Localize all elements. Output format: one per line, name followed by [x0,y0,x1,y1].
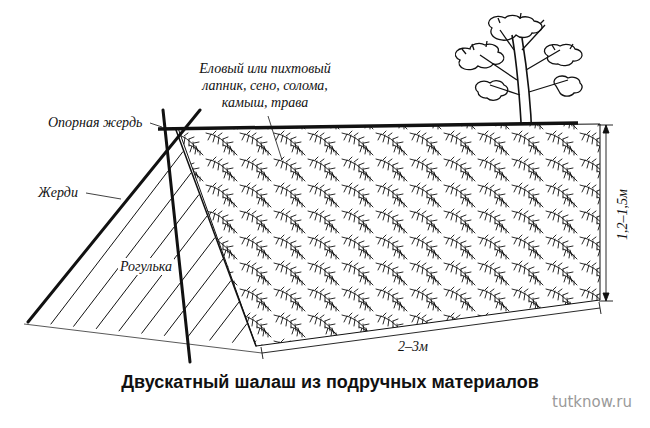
watermark: tutknow.ru [552,394,632,411]
part-name: Рогулька [118,258,174,275]
tree [455,13,582,140]
material-note: Еловый или пихтовый лапник, сено, солома… [180,60,350,111]
branch-covering [178,124,600,346]
forked-stakes [28,110,256,362]
dimension-lines [24,125,613,359]
dimension: 2–3м [398,338,428,355]
part-name: Опорная жердь [48,114,142,131]
dimension: 1,2–1,5м [614,189,631,240]
part-name: Жерди [38,184,78,201]
ridge-pole [158,123,578,129]
caption: Двускатный шалаш из подручных материалов [121,372,538,393]
